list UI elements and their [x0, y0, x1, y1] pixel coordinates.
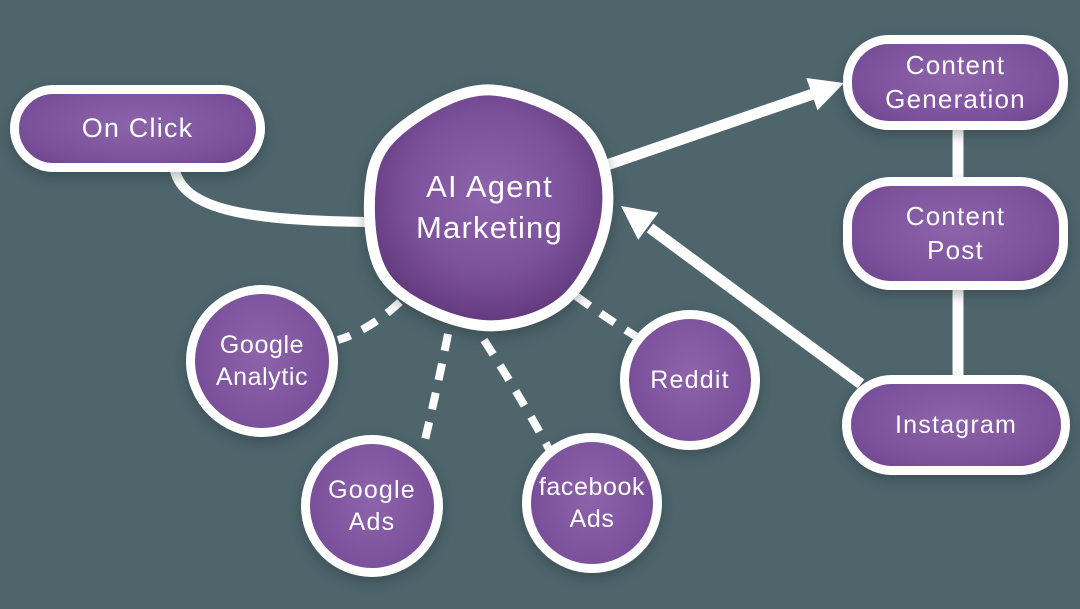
node-google-ads[interactable]: Google Ads [301, 435, 443, 577]
node-label: facebook Ads [538, 472, 646, 534]
arrowhead-to-center [621, 206, 659, 240]
node-instagram[interactable]: Instagram [842, 375, 1070, 475]
node-label: Content Generation [885, 49, 1026, 114]
node-facebook-ads[interactable]: facebook Ads [522, 433, 662, 573]
connector-center-to-reddit [573, 292, 640, 341]
node-label: On Click [81, 112, 194, 143]
node-on-click[interactable]: On Click [10, 85, 265, 172]
node-label: Google Ads [328, 475, 416, 537]
node-label: Instagram [895, 410, 1017, 439]
connector-onclick-to-center [169, 161, 377, 227]
connector-center-to-facebookads [480, 337, 553, 451]
node-content-generation[interactable]: Content Generation [843, 35, 1068, 130]
arrowhead-to-contentgeneration [806, 78, 844, 111]
node-reddit[interactable]: Reddit [620, 310, 760, 450]
node-center-shape[interactable] [363, 84, 614, 332]
node-label: Content Post [905, 200, 1006, 265]
connector-center-to-googleanalytic [336, 299, 403, 344]
connector-center-to-googleads [420, 333, 452, 445]
connector-instagram-to-center [646, 223, 865, 389]
node-label: Reddit [650, 365, 730, 394]
node-content-post[interactable]: Content Post [843, 177, 1068, 290]
node-google-analytic[interactable]: Google Analytic [186, 285, 338, 437]
node-label: Google Analytic [215, 330, 309, 392]
connector-center-to-contentgeneration [599, 88, 815, 173]
